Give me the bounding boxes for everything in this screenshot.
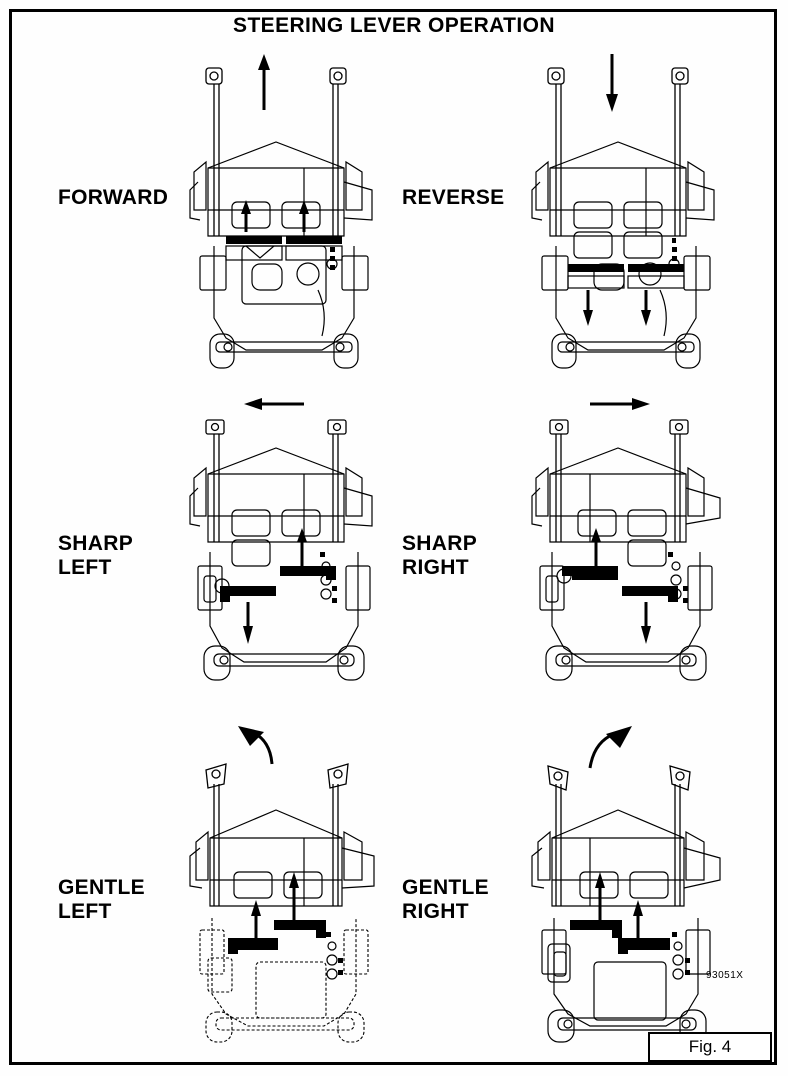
lever-arrow-left-up — [251, 900, 261, 938]
figure-number-box: Fig. 4 — [648, 1032, 772, 1062]
steering-lever-left — [562, 566, 618, 580]
steering-lever-right — [618, 938, 670, 954]
page-border — [9, 9, 777, 1065]
direction-arrow-curve-right-head — [606, 726, 632, 748]
steering-lever-right — [280, 566, 336, 580]
lever-arrow-right-up — [633, 900, 643, 938]
direction-arrow-curve-left-head — [238, 726, 264, 746]
lever-arrow-left-down — [243, 602, 253, 644]
direction-arrow-right — [590, 398, 650, 410]
direction-arrow-curve-right — [588, 732, 615, 769]
part-code: 93051X — [706, 970, 744, 981]
label-reverse: REVERSE — [402, 186, 505, 209]
steering-lever-left — [570, 920, 622, 938]
lever-arrow-left-up — [591, 528, 601, 566]
machine-diagram-sharp-right — [528, 390, 728, 690]
direction-arrow-down — [606, 54, 618, 112]
steering-lever-left — [220, 586, 276, 602]
label-sharp-left: SHARP LEFT — [58, 532, 134, 579]
lever-arrow-right-up — [289, 872, 299, 920]
steering-lever-left — [228, 938, 278, 954]
lever-arrow-left-down — [583, 290, 593, 326]
machine-diagram-sharp-left — [186, 390, 386, 690]
lever-arrow-right-up — [299, 200, 309, 232]
direction-arrow-up — [258, 54, 270, 110]
machine-diagram-gentle-right — [528, 722, 728, 1043]
machine-diagram-gentle-left — [186, 722, 386, 1043]
steering-lever-right — [622, 586, 678, 602]
lever-arrow-left-up — [241, 200, 251, 232]
lever-arrow-right-up — [297, 528, 307, 566]
steering-lever-left — [225, 236, 283, 261]
label-gentle-left: GENTLE LEFT — [58, 876, 145, 923]
lever-arrow-left-up — [595, 872, 605, 920]
label-forward: FORWARD — [58, 186, 169, 209]
direction-arrow-left — [244, 398, 304, 410]
lever-arrow-right-down — [641, 602, 651, 644]
lever-arrow-right-down — [641, 290, 651, 326]
label-gentle-right: GENTLE RIGHT — [402, 876, 489, 923]
machine-diagram-reverse — [528, 50, 728, 370]
steering-lever-right — [274, 920, 326, 938]
machine-diagram-forward — [186, 50, 386, 370]
page-title: STEERING LEVER OPERATION — [233, 14, 555, 37]
label-sharp-right: SHARP RIGHT — [402, 532, 478, 579]
figure-number-label: Fig. 4 — [688, 1037, 732, 1056]
